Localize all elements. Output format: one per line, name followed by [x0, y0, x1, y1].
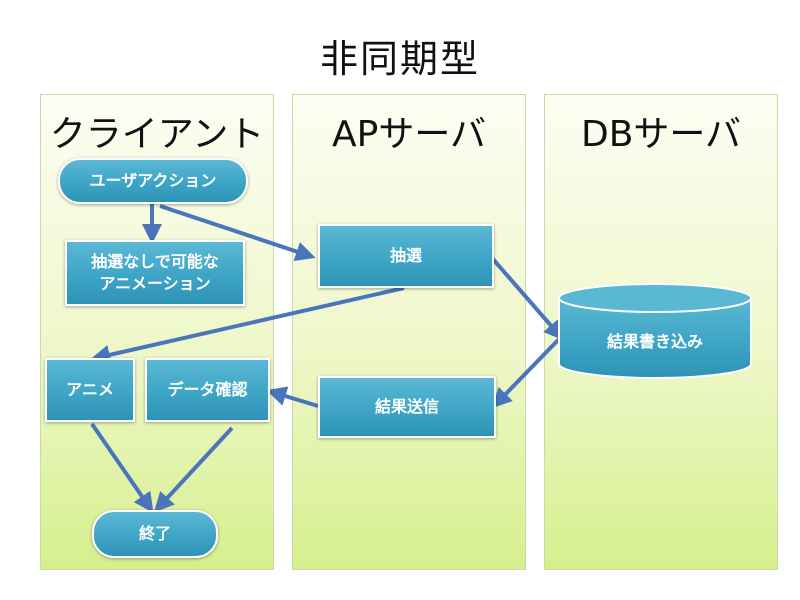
diagram-title: 非同期型 [319, 37, 480, 81]
node-client-animation: 抽選なしで可能な アニメーション [65, 240, 245, 306]
node-end: 終了 [92, 510, 218, 558]
node-send-result: 結果送信 [318, 376, 496, 438]
node-anime: アニメ [45, 358, 135, 422]
node-data-check: データ確認 [145, 358, 270, 422]
lane-client-title: クライアント [49, 114, 265, 155]
node-user-action: ユーザアクション [58, 158, 248, 204]
lane-ap-server-title: APサーバ [332, 114, 486, 155]
node-write-result-cylinder [558, 283, 752, 379]
lane-db-server-title: DBサーバ [580, 114, 742, 155]
lane-ap-server: APサーバ [292, 94, 526, 570]
node-write-result-label: 結果書き込み [606, 332, 703, 351]
node-lottery: 抽選 [318, 224, 494, 288]
